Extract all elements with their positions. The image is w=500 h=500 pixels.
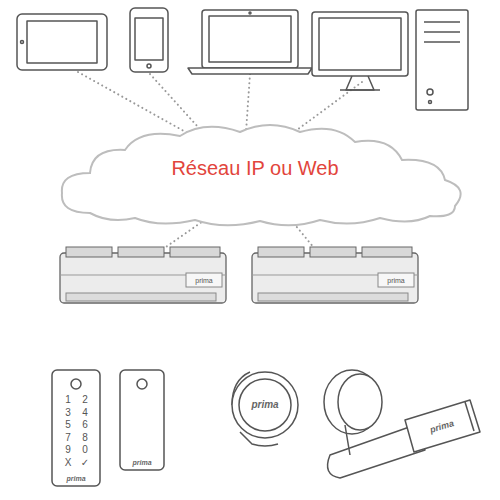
controller-module-outline <box>250 245 420 305</box>
keypad-key: 6 <box>82 420 88 430</box>
keypad-key: X <box>65 458 72 468</box>
card-reader <box>120 370 164 470</box>
keypad-key: 7 <box>65 433 71 443</box>
controller-module: prima <box>58 245 228 305</box>
tablet-icon <box>17 14 107 70</box>
keypad-key: 4 <box>82 408 88 418</box>
network-cloud: Réseau IP ou Web <box>30 118 480 230</box>
door-handle <box>324 370 480 478</box>
cylinder-knob <box>232 372 298 446</box>
keypad-key: 9 <box>65 445 71 455</box>
node-text: Réseau IP ou Web <box>171 158 338 178</box>
node-text: prima <box>387 277 405 284</box>
brand-label: prima <box>66 475 85 482</box>
controller-module: prima <box>250 245 420 305</box>
keypad-key: 2 <box>82 395 88 405</box>
laptop-icon <box>188 10 312 74</box>
keypad-key: 0 <box>82 445 88 455</box>
brand-label: prima <box>251 400 278 410</box>
keypad-key: 8 <box>82 433 88 443</box>
desktop-icon <box>312 10 468 110</box>
keypad-key: ✓ <box>81 458 89 468</box>
node-text: prima <box>195 277 213 284</box>
phone-icon <box>130 8 168 72</box>
keypad-key: 3 <box>65 408 71 418</box>
keypad-key: 1 <box>65 395 71 405</box>
controller-module-outline <box>58 245 228 305</box>
keypad-reader <box>52 370 100 486</box>
keypad-key: 5 <box>65 420 71 430</box>
brand-label: prima <box>132 459 151 466</box>
